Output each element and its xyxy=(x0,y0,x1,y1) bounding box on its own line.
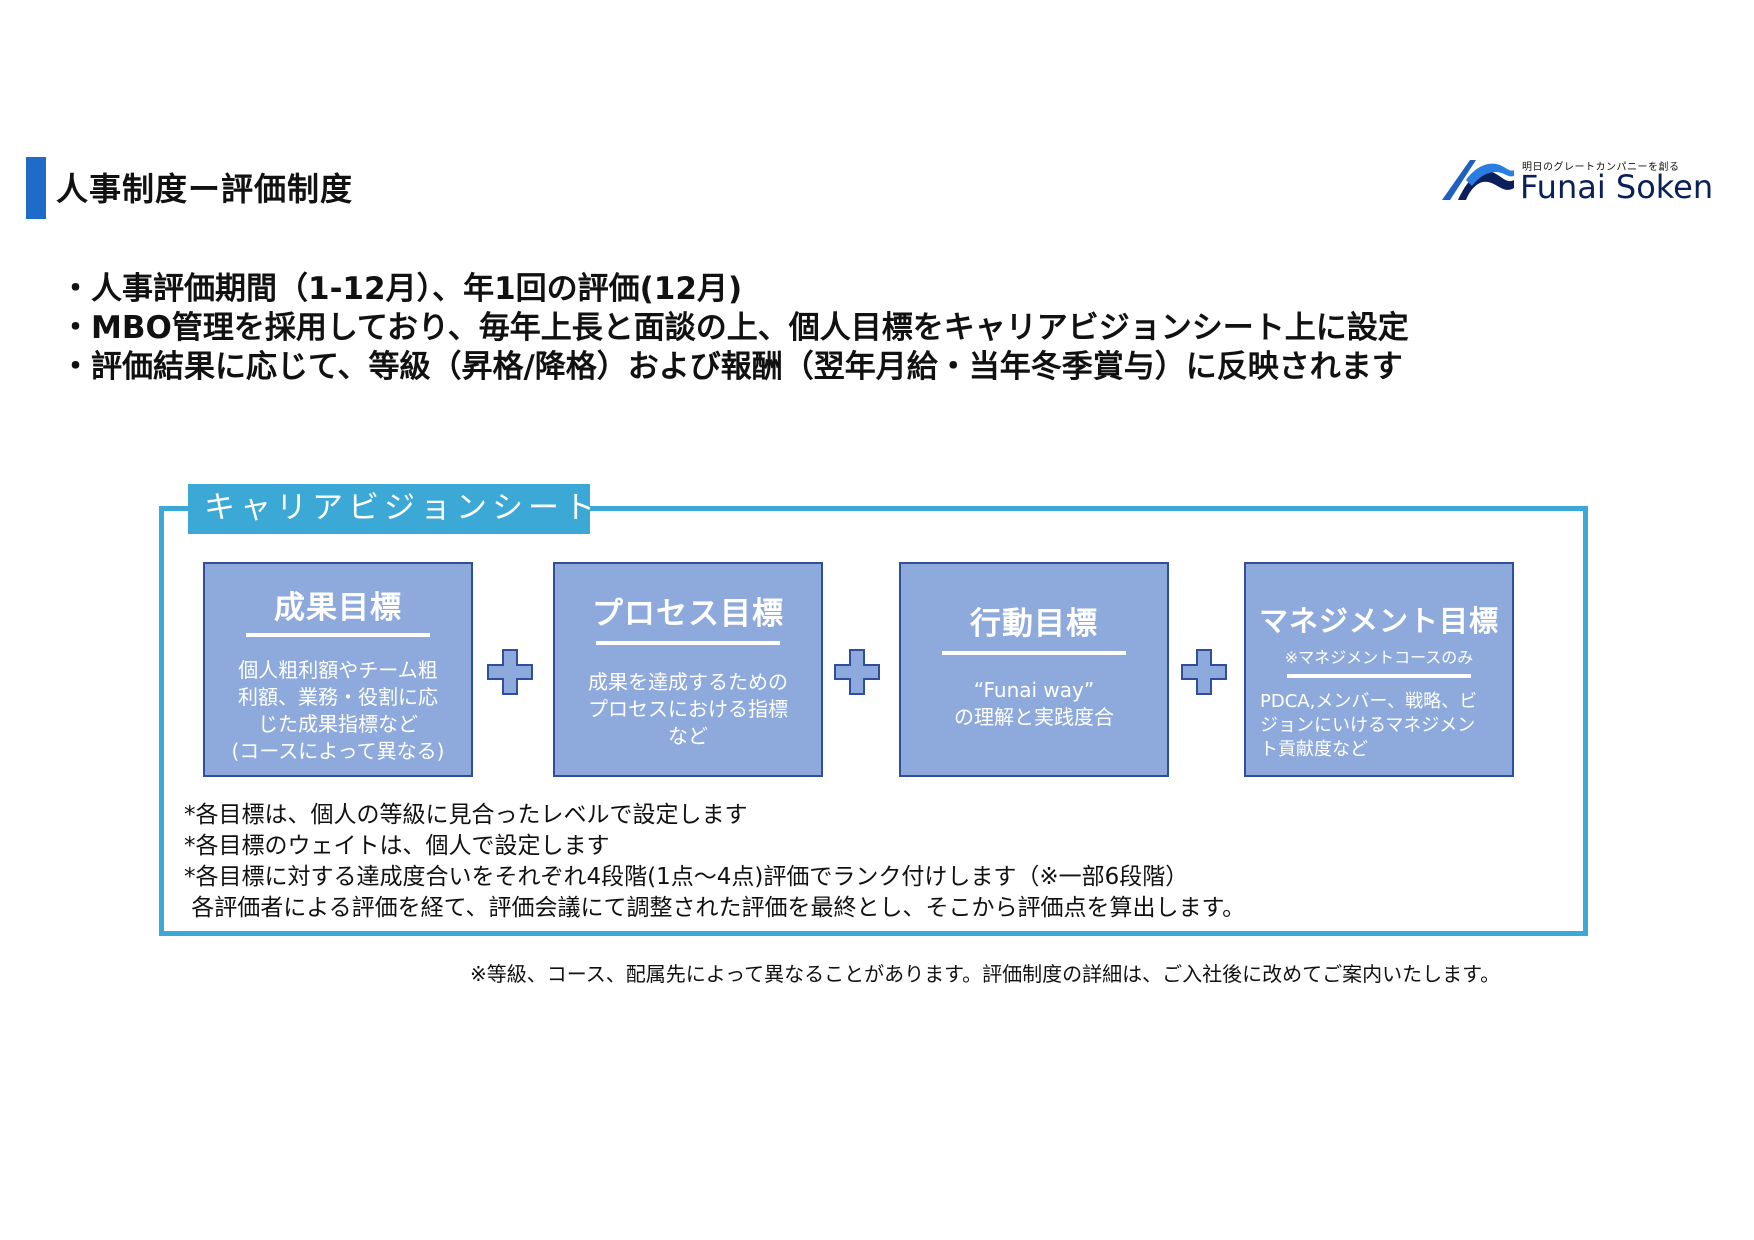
goal-description-line: など xyxy=(668,724,708,748)
title-accent-bar xyxy=(26,157,46,219)
career-vision-sheet-label: キャリアビジョンシート xyxy=(188,484,595,534)
goal-divider xyxy=(942,651,1126,655)
goal-card-results: 成果目標 個人粗利額やチーム粗 利額、業務・役割に応 じた成果指標など (コース… xyxy=(203,562,473,777)
bullet-item: ・MBO管理を採用しており、毎年上長と面談の上、個人目標をキャリアビジョンシート… xyxy=(60,310,1409,346)
bullet-item: ・人事評価期間（1-12月）、年1回の評価(12月) xyxy=(60,271,743,307)
goal-description-line: プロセスにおける指標 xyxy=(588,697,788,721)
goal-description-line: ト貢献度など xyxy=(1260,739,1368,760)
page-title: 人事制度ー評価制度 xyxy=(56,170,354,208)
funai-soken-logo: 明日のグレートカンパニーを創る Funai Soken xyxy=(1440,152,1714,206)
goal-description: 成果を達成するための プロセスにおける指標 など xyxy=(555,669,821,750)
goal-card-management: マネジメント目標 ※マネジメントコースのみ PDCA,メンバー、戦略、ビ ジョン… xyxy=(1244,562,1514,777)
goal-description: 個人粗利額やチーム粗 利額、業務・役割に応 じた成果指標など (コースによって異… xyxy=(205,657,471,765)
goal-card-process: プロセス目標 成果を達成するための プロセスにおける指標 など xyxy=(553,562,823,777)
goal-description-line: PDCA,メンバー、戦略、ビ xyxy=(1260,691,1478,712)
wave-logo-icon xyxy=(1442,160,1514,200)
goal-title: 行動目標 xyxy=(970,606,1098,642)
logo-name: Funai Soken xyxy=(1520,168,1714,206)
plus-icon xyxy=(834,649,880,695)
plus-icon xyxy=(487,649,533,695)
goal-divider xyxy=(246,633,430,637)
goal-title: 成果目標 xyxy=(274,590,402,626)
goal-description-line: (コースによって異なる) xyxy=(231,739,445,763)
sheet-notes: *各目標は、個人の等級に見合ったレベルで設定します *各目標のウェイトは、個人で… xyxy=(184,800,1245,924)
career-vision-sheet-frame xyxy=(159,506,1588,936)
note-line: *各目標のウェイトは、個人で設定します xyxy=(184,833,610,859)
goal-title: マネジメント目標 xyxy=(1258,604,1499,638)
goal-description-line: じた成果指標など xyxy=(258,712,418,736)
note-line: *各目標に対する達成度合いをそれぞれ4段階(1点～4点)評価でランク付けします（… xyxy=(184,864,1189,890)
goal-description-line: の理解と実践度合 xyxy=(954,705,1114,729)
goal-description: “Funai way” の理解と実践度合 xyxy=(901,677,1167,731)
goal-description-line: “Funai way” xyxy=(973,678,1095,702)
summary-bullets: ・人事評価期間（1-12月）、年1回の評価(12月) ・MBO管理を採用しており… xyxy=(60,270,1409,387)
logo-tagline: 明日のグレートカンパニーを創る xyxy=(1522,162,1680,173)
goal-subtitle: ※マネジメントコースのみ xyxy=(1284,648,1474,667)
goal-description-line: 個人粗利額やチーム粗 xyxy=(238,658,438,682)
goal-divider xyxy=(596,641,780,645)
goal-card-behavior: 行動目標 “Funai way” の理解と実践度合 xyxy=(899,562,1169,777)
goal-divider xyxy=(1287,674,1471,678)
note-line: 各評価者による評価を経て、評価会議にて調整された評価を最終とし、そこから評価点を… xyxy=(184,895,1246,921)
goal-description: PDCA,メンバー、戦略、ビ ジョンにいけるマネジメン ト貢献度など xyxy=(1246,690,1512,762)
footnote: ※等級、コース、配属先によって異なることがあります。評価制度の詳細は、ご入社後に… xyxy=(470,962,1501,986)
plus-icon xyxy=(1181,649,1227,695)
goal-title: プロセス目標 xyxy=(592,596,784,632)
bullet-item: ・評価結果に応じて、等級（昇格/降格）および報酬（翌年月給・当年冬季賞与）に反映… xyxy=(60,349,1403,385)
goal-description-line: 成果を達成するための xyxy=(588,670,788,694)
note-line: *各目標は、個人の等級に見合ったレベルで設定します xyxy=(184,802,748,828)
goal-description-line: 利額、業務・役割に応 xyxy=(238,685,438,709)
goal-description-line: ジョンにいけるマネジメン xyxy=(1260,715,1476,736)
